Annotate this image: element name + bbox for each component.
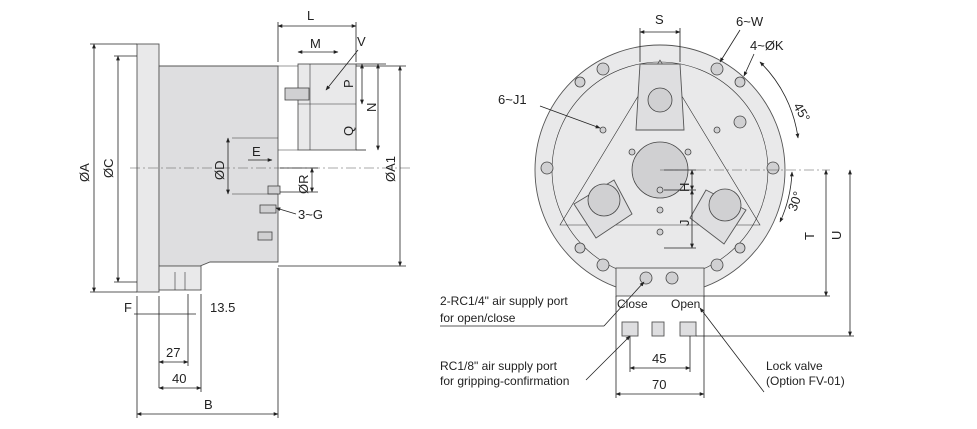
front-view: S 6~W 4~ØK 45° 6~J1 H J 30° T U Close bbox=[440, 12, 854, 398]
top-jaw-block bbox=[297, 63, 357, 151]
dim-T: T bbox=[802, 232, 817, 240]
w-holes bbox=[540, 62, 780, 272]
angle-30: 30° bbox=[785, 189, 806, 213]
right-jaw-bolt bbox=[708, 188, 742, 222]
jaw-bolt bbox=[284, 87, 310, 101]
dim-S: S bbox=[655, 12, 664, 27]
left-jaw-bolt bbox=[587, 183, 621, 217]
callout-air-port-2: for open/close bbox=[440, 311, 516, 325]
dim-70: 70 bbox=[652, 377, 666, 392]
fitting-3 bbox=[257, 231, 273, 241]
dim-OA1: ØA1 bbox=[383, 156, 398, 182]
dim-13-5: 13.5 bbox=[210, 300, 235, 315]
label-V: V bbox=[357, 34, 366, 49]
dim-40: 40 bbox=[172, 371, 186, 386]
top-jaw-bolt bbox=[647, 87, 673, 113]
dim-B: B bbox=[204, 397, 213, 412]
label-3G: 3~G bbox=[298, 207, 323, 222]
dim-E: E bbox=[252, 144, 261, 159]
dim-OA: ØA bbox=[77, 163, 92, 182]
callout-air-port-1: 2-RC1/4" air supply port bbox=[440, 294, 568, 308]
fitting-2 bbox=[259, 204, 277, 214]
angle-45: 45° bbox=[790, 100, 813, 125]
dim-P: P bbox=[341, 79, 356, 88]
label-6W: 6~W bbox=[736, 14, 764, 29]
port-block-front bbox=[615, 267, 705, 297]
label-open: Open bbox=[671, 297, 700, 311]
dim-U: U bbox=[829, 231, 844, 240]
close-port bbox=[639, 271, 653, 285]
dim-45: 45 bbox=[652, 351, 666, 366]
j1-holes bbox=[599, 126, 721, 236]
dim-L: L bbox=[307, 8, 314, 23]
dim-Q: Q bbox=[341, 126, 356, 136]
fitting-center bbox=[651, 321, 665, 337]
callout-rc18-1: RC1/8" air supply port bbox=[440, 359, 558, 373]
callout-lock-2: (Option FV-01) bbox=[766, 374, 845, 388]
label-4K: 4~ØK bbox=[750, 38, 784, 53]
dim-H: H bbox=[677, 183, 692, 192]
label-6J1: 6~J1 bbox=[498, 92, 527, 107]
dim-OC: ØC bbox=[101, 159, 116, 179]
callout-lock-1: Lock valve bbox=[766, 359, 823, 373]
callout-rc18-2: for gripping-confirmation bbox=[440, 374, 569, 388]
fitting-1 bbox=[267, 185, 281, 195]
fitting-left bbox=[621, 321, 639, 337]
port-block bbox=[158, 265, 202, 291]
dim-OR: ØR bbox=[296, 175, 311, 195]
dim-27: 27 bbox=[166, 345, 180, 360]
dim-N: N bbox=[364, 103, 379, 112]
dim-OD: ØD bbox=[212, 161, 227, 181]
side-view: L M V P N Q ØA1 ØA ØC ØD E bbox=[77, 8, 410, 418]
dim-J: J bbox=[677, 220, 692, 227]
jaw-guide-triangle bbox=[559, 59, 761, 226]
open-port bbox=[665, 271, 679, 285]
label-close: Close bbox=[617, 297, 648, 311]
dim-F: F bbox=[124, 300, 132, 315]
dim-M: M bbox=[310, 36, 321, 51]
fitting-right bbox=[679, 321, 697, 337]
